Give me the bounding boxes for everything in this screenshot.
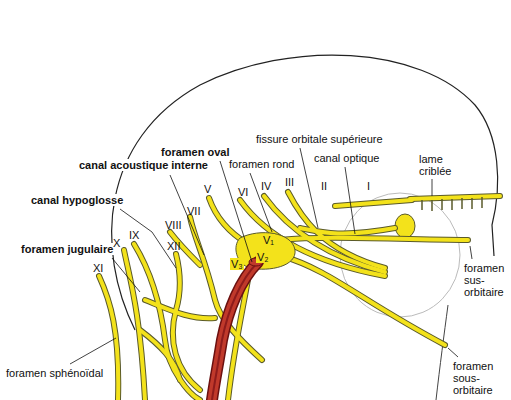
foramen-label: foramen jugulaire	[20, 243, 114, 255]
branch-number: V₁	[262, 234, 275, 246]
nerve-number: II	[320, 180, 328, 192]
branch-number: V₂	[256, 251, 270, 263]
nerve-number: X	[112, 237, 121, 249]
eyeball	[395, 214, 415, 238]
nerve-number: VI	[237, 186, 249, 198]
nerve-outline	[99, 192, 500, 400]
nerve-number: VII	[186, 205, 201, 217]
skull-outline	[112, 55, 498, 330]
olfactory-fibers	[422, 197, 482, 211]
foramen-label: foramen sous-orbitaire	[452, 360, 506, 396]
foramen-label: foramen sus-orbitaire	[463, 262, 511, 298]
nerve-number: IV	[260, 180, 272, 192]
canal-label: canal optique	[313, 152, 380, 164]
nerve-number: XI	[92, 262, 104, 274]
foramen-label: foramen sphénoïdal	[5, 367, 104, 379]
nerve-number: I	[366, 180, 371, 192]
carotid-artery	[212, 262, 258, 400]
nerve-number: VIII	[164, 219, 183, 231]
leader-lines	[70, 148, 472, 364]
foramen-label: fissure orbitale supérieure	[255, 133, 384, 145]
foramen-label: foramen oval	[160, 146, 230, 158]
lamina-label: lame criblée	[418, 153, 460, 177]
face-outline	[436, 305, 448, 400]
nerve	[99, 192, 500, 400]
canal-label: canal acoustique interne	[78, 159, 209, 171]
nerve-number: V	[203, 183, 212, 195]
canal-label: canal hypoglosse	[30, 194, 124, 206]
nerve-number: III	[284, 176, 295, 188]
nerve-number: XII	[166, 240, 181, 252]
foramen-label: foramen rond	[228, 158, 295, 170]
orbit-outline	[340, 193, 460, 317]
branch-number: V₃	[230, 258, 244, 270]
nerve-number: IX	[128, 229, 140, 241]
